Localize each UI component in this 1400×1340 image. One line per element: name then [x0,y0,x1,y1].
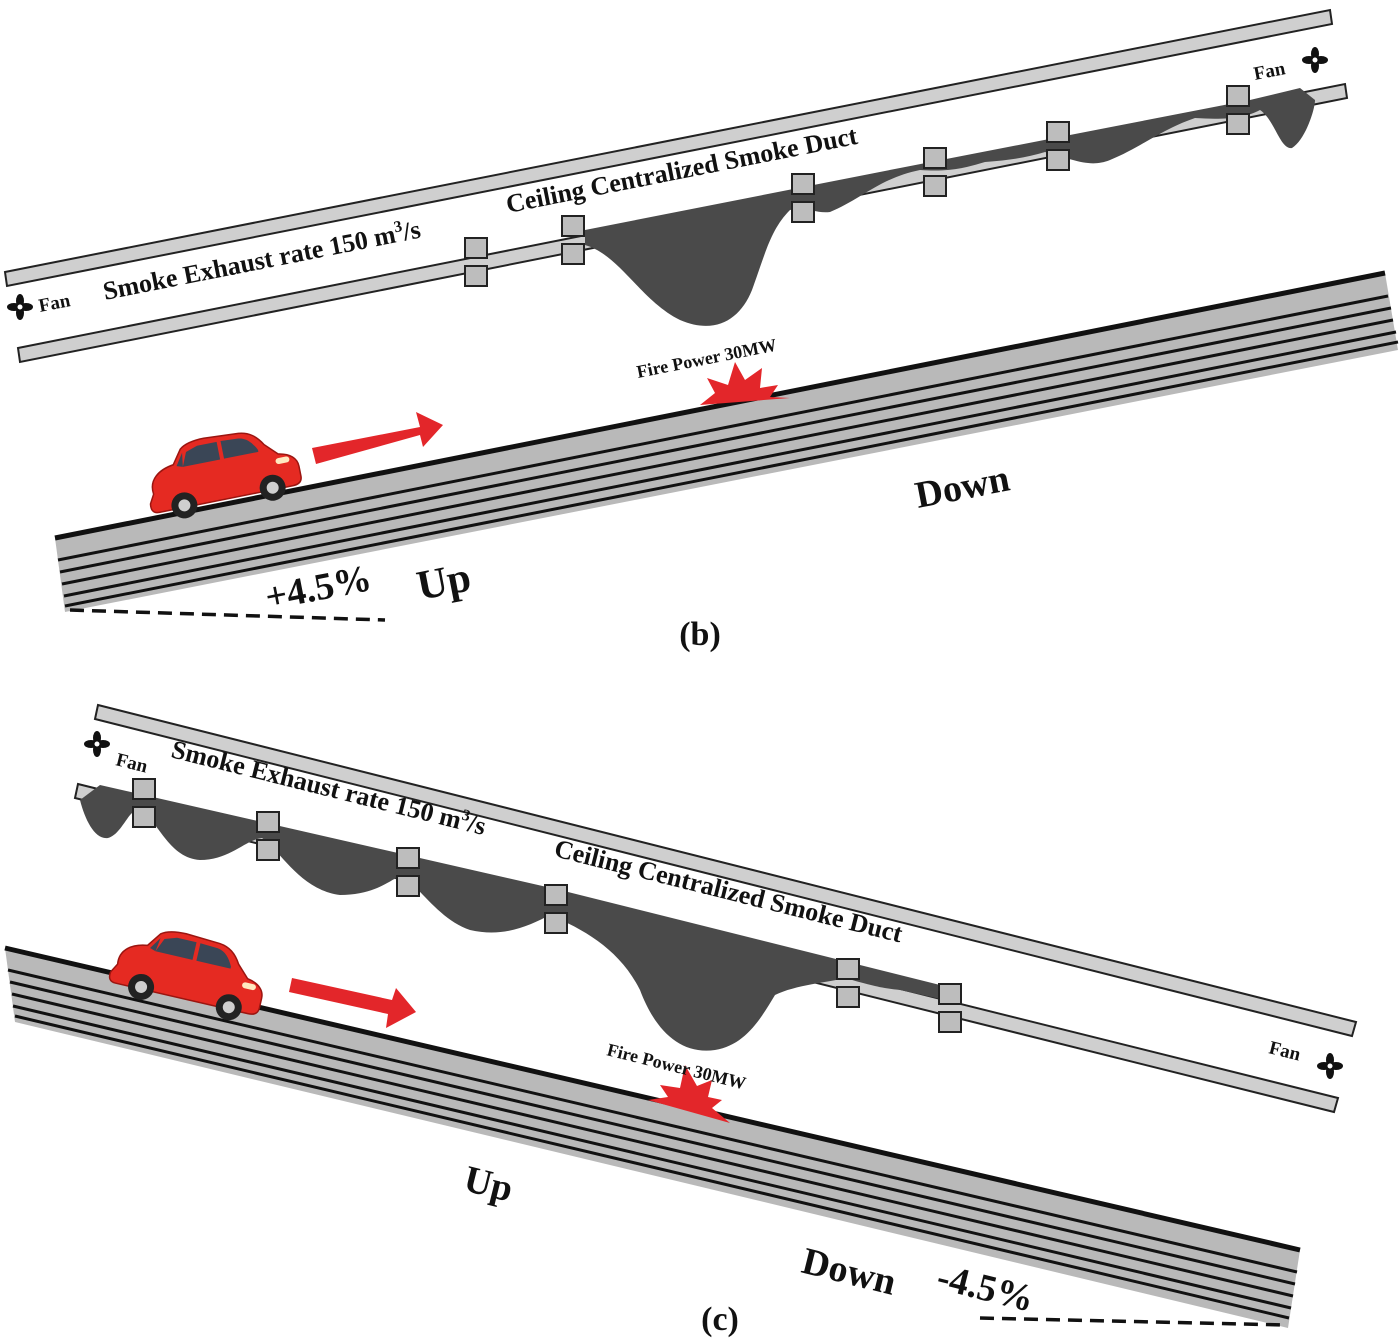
slope-reference-line-b [69,608,386,622]
duct-top-rail-c [93,703,1358,1038]
road-stripe [61,318,1394,586]
caption-b: (b) [679,616,721,653]
fan-icon [84,731,110,757]
down-label-b: Down [912,457,1013,516]
fan-label-left-c: Fan [114,749,150,777]
duct-top-rail-b [3,8,1334,288]
road-stripe [12,1004,1292,1310]
fan-label-right-c: Fan [1267,1037,1303,1065]
smoke-b [585,88,1315,326]
panel-b: Fan Fan Smoke Exhaust rate 150 m3/s Ceil… [3,8,1399,653]
slope-reference-line-c [979,1316,1286,1327]
fire-icon [700,362,790,405]
fan-icon [7,294,33,320]
panel-c: Fan Fan Smoke Exhaust rate 150 m3/s Ceil… [4,703,1358,1338]
road-b [55,273,1398,612]
arrow-icon [312,412,443,464]
road-stripe [9,980,1296,1286]
arrow-icon [289,978,416,1028]
road-stripe [14,1014,1290,1320]
slope-percent-label-c: -4.5% [933,1256,1038,1320]
fire-icon [648,1065,730,1123]
down-label-c: Down [798,1240,900,1304]
smoke-c [80,785,945,1051]
road-stripe [11,992,1294,1298]
road-stripe [63,330,1397,598]
road-stripe [57,294,1389,562]
fan-label-left-b: Fan [37,290,73,317]
up-label-b: Up [413,554,474,609]
road-stripe [59,306,1392,574]
fan-label-right-b: Fan [1252,58,1288,85]
fan-icon [1317,1053,1343,1079]
up-label-c: Up [460,1158,517,1211]
caption-c: (c) [701,1301,739,1338]
road-stripe [7,968,1298,1274]
road-stripe [64,340,1399,608]
fire-power-label-c: Fire Power 30MW [605,1039,748,1093]
fan-icon [1302,47,1328,73]
